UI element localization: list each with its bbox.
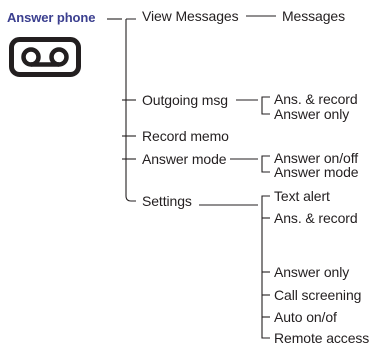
voicemail-icon [9,37,81,77]
item-view-messages: View Messages [142,8,239,24]
item-record-memo: Record memo [142,128,229,144]
item-answer-on-off: Answer on/off [274,150,359,166]
item-call-screening: Call screening [274,287,362,303]
item-outgoing-msg: Outgoing msg [142,92,228,108]
bracket-settings [261,195,270,339]
item-remote-access: Remote access [274,330,370,346]
item-answer-only-1: Answer only [274,106,350,122]
bracket-answer-mode [261,155,270,173]
item-messages: Messages [282,8,346,24]
item-auto-on-of: Auto on/of [274,309,337,325]
item-answer-mode-2: Answer mode [274,164,359,180]
item-ans-record-2: Ans. & record [274,210,358,226]
bracket-outgoing [261,96,270,115]
diagram-title: Answer phone [7,10,96,25]
item-settings: Settings [142,193,192,209]
item-ans-record-1: Ans. & record [274,91,358,107]
item-answer-mode: Answer mode [142,151,227,167]
item-text-alert: Text alert [274,188,330,204]
connector-trunk [125,18,136,202]
item-answer-only-2: Answer only [274,264,350,280]
